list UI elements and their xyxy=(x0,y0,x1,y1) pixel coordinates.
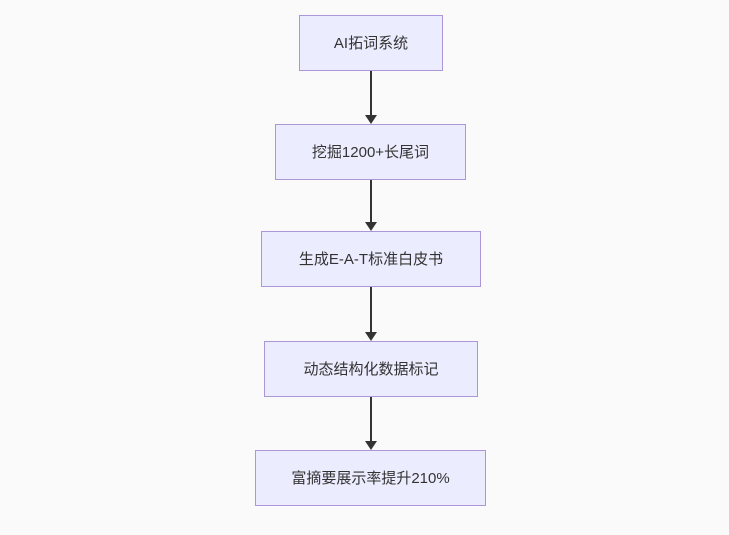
flowchart-node-structured-data-markup: 动态结构化数据标记 xyxy=(264,341,478,397)
flowchart-edge-c-d xyxy=(370,287,372,332)
arrowhead-down-icon xyxy=(365,441,377,450)
flowchart-node-rich-snippet-rate: 富摘要展示率提升210% xyxy=(255,450,486,506)
node-label: 富摘要展示率提升210% xyxy=(291,469,450,487)
node-label: AI拓词系统 xyxy=(333,34,409,52)
flowchart-node-eat-whitepaper: 生成E-A-T标准白皮书 xyxy=(261,231,481,287)
flowchart-edge-d-e xyxy=(370,397,372,441)
flowchart-edge-b-c xyxy=(370,180,372,222)
node-label: 生成E-A-T标准白皮书 xyxy=(298,250,444,268)
flowchart-edge-a-b xyxy=(370,71,372,115)
flowchart-node-longtail-keywords: 挖掘1200+长尾词 xyxy=(275,124,466,180)
node-label: 动态结构化数据标记 xyxy=(303,360,439,378)
node-label: 挖掘1200+长尾词 xyxy=(311,143,430,161)
flowchart-node-ai-word-expansion-system: AI拓词系统 xyxy=(299,15,443,71)
arrowhead-down-icon xyxy=(365,222,377,231)
arrowhead-down-icon xyxy=(365,332,377,341)
arrowhead-down-icon xyxy=(365,115,377,124)
